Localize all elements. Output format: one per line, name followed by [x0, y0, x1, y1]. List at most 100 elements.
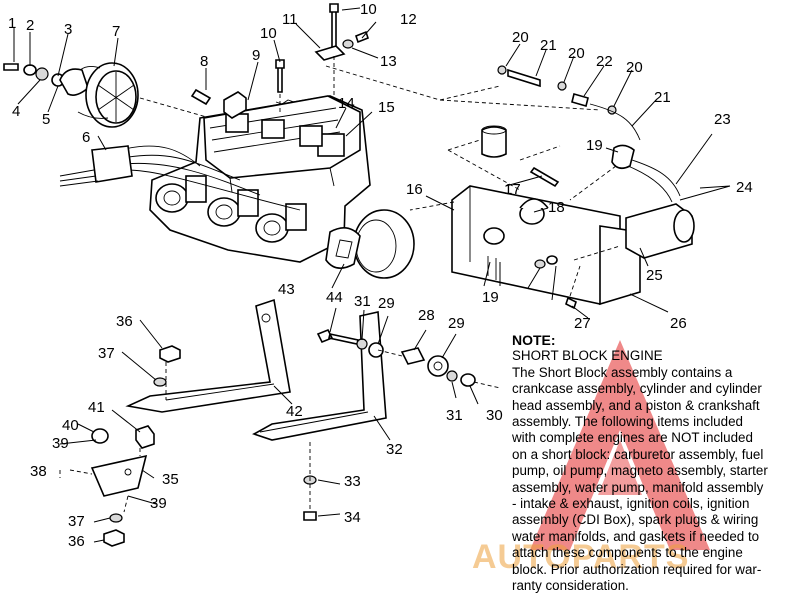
label-38: 38 — [30, 463, 47, 480]
wiring-harness — [119, 145, 301, 211]
label-36-a: 36 — [116, 313, 133, 330]
label-16: 16 — [406, 181, 423, 198]
part-43-oil-filter — [353, 209, 415, 279]
label-15: 15 — [378, 99, 395, 116]
label-20-c: 20 — [626, 59, 643, 76]
note-line: on a short block: carburetor assembly, f… — [512, 446, 764, 462]
part-21-cable-a — [507, 68, 541, 88]
part-32-mount-bracket — [252, 311, 387, 441]
top-bolts-group — [275, 3, 369, 112]
label-14: 14 — [338, 95, 355, 112]
part-44-bolt — [316, 328, 359, 345]
label-31-a: 31 — [354, 293, 371, 310]
note-line: The Short Block assembly contains a — [512, 364, 733, 380]
recoil-starter-group — [3, 62, 211, 128]
label-22: 22 — [596, 53, 613, 70]
label-13-a: 13 — [380, 53, 397, 70]
part-19-grommet — [483, 227, 505, 245]
label-9: 9 — [252, 47, 260, 64]
part-30-nut — [460, 373, 476, 387]
label-42: 42 — [286, 403, 303, 420]
label-11: 11 — [282, 11, 298, 28]
part-13-washer-lower — [546, 255, 558, 265]
note-heading: NOTE: — [512, 332, 556, 348]
part-20-clip-a — [497, 65, 507, 75]
label-25: 25 — [646, 267, 663, 284]
part-37-washer — [153, 377, 167, 387]
note-line: assembly (CDI Box), spark plugs & wiring — [512, 512, 759, 528]
label-6: 6 — [82, 129, 90, 146]
part-43-bracket — [325, 227, 361, 269]
part-number-labels: 1 2 3 4 5 6 7 8 9 10 10 11 12 13 14 15 1… — [8, 1, 753, 550]
label-19-a: 19 — [586, 137, 603, 154]
label-10-b: 10 — [360, 1, 377, 18]
label-7: 7 — [112, 23, 120, 40]
label-17: 17 — [504, 181, 521, 198]
note-line: ranty consideration. — [512, 578, 629, 594]
part-13-washer — [342, 39, 354, 49]
note-line: assembly. The following items included — [512, 414, 743, 430]
label-37-a: 37 — [98, 345, 115, 362]
note-subheading: SHORT BLOCK ENGINE — [512, 348, 663, 364]
part-10-bolt-top — [329, 3, 339, 51]
label-5: 5 — [42, 111, 50, 128]
part-4-nut — [35, 67, 49, 81]
label-41: 41 — [88, 399, 105, 416]
part-36-nut-lower — [103, 529, 125, 547]
part-3-hub — [59, 68, 89, 96]
part-1-bolt — [3, 63, 19, 71]
label-28: 28 — [418, 307, 435, 324]
short-block-note: NOTE: SHORT BLOCK ENGINE The Short Block… — [512, 332, 798, 595]
part-9-spark-plug-boot — [223, 91, 247, 119]
label-18: 18 — [548, 199, 565, 216]
part-35-bracket — [90, 454, 148, 497]
label-20-a: 20 — [512, 29, 529, 46]
part-21-cable-b — [589, 103, 641, 141]
part-40-cap — [91, 428, 109, 444]
label-23: 23 — [714, 111, 731, 128]
label-19-b: 19 — [482, 289, 499, 306]
part-22-fitting — [571, 93, 589, 107]
part-2-washer — [23, 64, 37, 76]
throttle-cable-group — [325, 65, 641, 141]
label-27: 27 — [574, 315, 591, 332]
label-44: 44 — [326, 289, 343, 306]
label-26: 26 — [670, 315, 687, 332]
leader-lines — [13, 7, 731, 543]
part-42-mount-bracket — [125, 298, 291, 413]
label-33: 33 — [344, 473, 361, 490]
note-line: block. Prior authorization required for … — [512, 561, 762, 577]
label-39-a: 39 — [52, 435, 69, 452]
watermark-text: AUTOPARTS — [472, 538, 690, 576]
part-41-mount — [135, 425, 155, 449]
label-2: 2 — [26, 17, 34, 34]
label-43: 43 — [278, 281, 295, 298]
part-28-spacer — [400, 347, 426, 365]
carburetor-2 — [207, 197, 241, 227]
part-29-grommet — [427, 355, 449, 377]
note-line: attach these components to the engine — [512, 545, 743, 561]
label-4: 4 — [12, 103, 20, 120]
part-17-fitting — [529, 166, 560, 188]
label-8: 8 — [200, 53, 208, 70]
label-35: 35 — [162, 471, 179, 488]
part-27-screw — [565, 296, 577, 310]
engine-mounts — [69, 298, 501, 547]
part-14-plug-cap — [299, 125, 323, 147]
label-21-a: 21 — [540, 37, 557, 54]
label-30: 30 — [486, 407, 503, 424]
part-37-washer-lower — [109, 513, 123, 523]
label-12-a: 12 — [400, 11, 417, 28]
part-31-washer-b — [446, 370, 458, 382]
part-34-nut — [303, 511, 317, 521]
part-12-nut-lower — [534, 259, 546, 269]
note-line: - intake & exhaust, ignition coils, igni… — [512, 496, 750, 512]
carburetor-1 — [155, 183, 189, 213]
part-24-hoses — [627, 159, 681, 203]
label-34: 34 — [344, 509, 361, 526]
note-line: crankcase assembly, cylinder and cylinde… — [512, 381, 762, 397]
label-37-b: 37 — [68, 513, 85, 530]
label-29-a: 29 — [378, 295, 395, 312]
pulley-spokes — [97, 72, 135, 122]
label-3: 3 — [64, 21, 72, 38]
